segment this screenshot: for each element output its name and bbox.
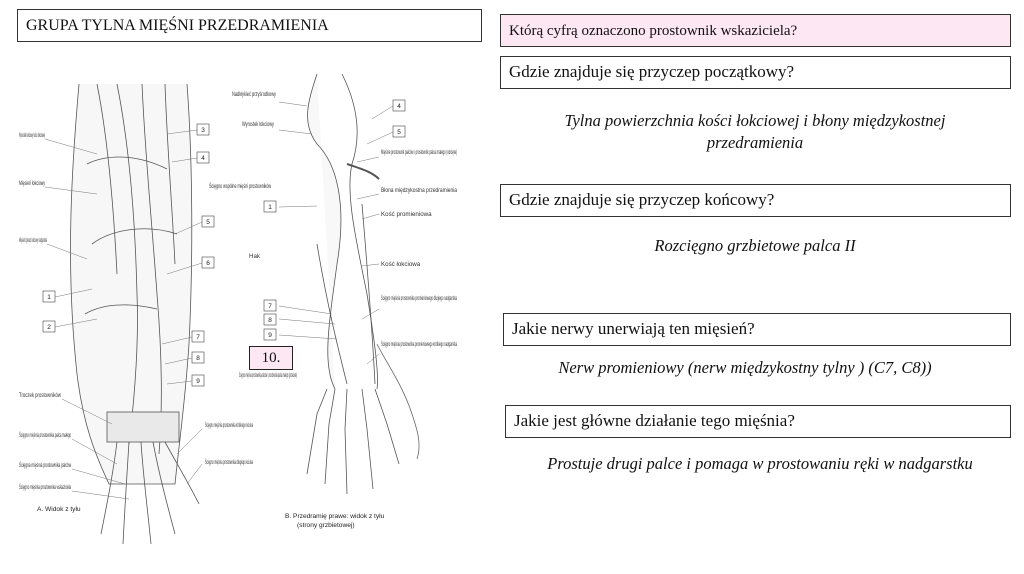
label-hak: Hak [249,253,261,260]
label-prostownik-palca-malego: Ścięgno mięśnia prostownika palca małego [19,431,71,439]
label-wyrostek-lokciowy-b: Wyrostek łokciowy [242,121,275,128]
fig-a-num-8: 8 [196,355,200,362]
label-wyrostek-lokciowy: Wyrostek łokciowy kości łokciowej [19,132,45,139]
slide-title: GRUPA TYLNA MIĘŚNI PRZEDRAMIENIA [17,9,482,42]
fig-a-num-4: 4 [201,155,205,162]
question-1-text: Którą cyfrą oznaczono prostownik wskazic… [509,22,797,40]
fig-b-num-5: 5 [397,129,401,136]
figure-a-drawing [71,84,199,544]
question-1-box: Którą cyfrą oznaczono prostownik wskazic… [500,14,1011,47]
fig-a-num-3: 3 [201,127,205,134]
question-5-box: Jakie jest główne działanie tego mięśnia… [505,405,1011,438]
question-3-box: Gdzie znajduje się przyczep końcowy? [500,184,1011,217]
caption-a: A. Widok z tyłu [37,506,81,513]
label-prostownik-dlugi-kciuka: Ścięgno mięśnia prostownika długiego kci… [205,458,253,466]
question-3-text: Gdzie znajduje się przyczep końcowy? [509,190,774,210]
answer-3: Rozcięgno grzbietowe palca II [520,235,990,257]
answer-4: Nerw promieniowy (nerw międzykostny tyln… [505,357,985,379]
label-blona-miedzykostna: Błona międzykostna przedramienia [381,187,457,194]
label-miesnie-odciete: Mięśnie prostownik palców i prostownik p… [381,149,457,156]
fig-a-num-2: 2 [47,324,51,331]
label-prostownik-promieniowy-dlugi: Ścięgno mięśnia prostownika promienioweg… [381,294,457,302]
fig-b-num-7: 7 [268,303,272,310]
question-5-text: Jakie jest główne działanie tego mięśnia… [514,411,795,431]
fig-a-num-1: 1 [47,294,51,301]
forearm-anatomy-figure: 3 4 5 6 1 2 7 8 9 Wyrostek łokciowy kośc… [17,44,473,564]
label-zginacz-lokciowy: Mięsień zginacz łokciowy nadgarstka [19,237,47,244]
slide-title-text: GRUPA TYLNA MIĘŚNI PRZEDRAMIENIA [26,16,329,35]
label-kosc-promieniowa: Kość promieniowa [381,211,432,218]
fig-a-num-9: 9 [196,378,200,385]
label-prostownik-krotki-kciuka: Ścięgno mięśnia prostownika krótkiego kc… [205,421,253,429]
answer-2: Tylna powierzchnia kości łokciowej i bło… [520,110,990,155]
label-prostownik-promieniowy-krotki: Ścięgno mięśnia prostownika promienioweg… [381,340,457,348]
fig-a-num-5: 5 [206,219,210,226]
fig-a-num-7: 7 [196,334,200,341]
label-troczek-prostownikow: Troczek prostowników [19,392,61,399]
fig-b-num-9: 9 [268,332,272,339]
question-4-text: Jakie nerwy unerwiają ten mięsień? [512,319,755,339]
answer-number-text: 10. [262,350,281,367]
caption-b-line1: B. Przedramię prawe: widok z tyłu [285,513,385,520]
label-miesien-lokciowy: Mięsień łokciowy [19,180,46,187]
fig-b-num-1: 1 [268,204,272,211]
label-sciegno-wspolne: Ścięgno wspólne mięśni prostowników [209,182,271,190]
question-4-box: Jakie nerwy unerwiają ten mięsień? [503,313,1011,346]
answer-2-text: Tylna powierzchnia kości łokciowej i bło… [565,111,946,152]
answer-4-text: Nerw promieniowy (nerw międzykostny tyln… [558,358,931,377]
label-kosc-lokciowa: Kość łokciowa [381,261,421,268]
fig-b-num-4: 4 [397,103,401,110]
answer-5: Prostuje drugi palce i pomaga w prostowa… [535,453,985,475]
label-sciegno-przeciete: Ścięgno mięśnia prostownika palców i pro… [239,371,297,379]
fig-a-num-6: 6 [206,260,210,267]
caption-b-line2: (strony grzbietowej) [297,522,355,529]
label-nadklykiec: Nadkłykieć przyśrodkowy [232,91,277,98]
question-2-box: Gdzie znajduje się przyczep początkowy? [500,56,1011,89]
question-2-text: Gdzie znajduje się przyczep początkowy? [509,62,794,82]
label-prostownik-wskaziciela: Ścięgno mięśnia prostownika wskaziciela [19,483,71,491]
answer-3-text: Rozcięgno grzbietowe palca II [654,236,855,255]
label-prostownik-palcow: Ścięgna mięśnia prostownika palców [19,461,71,469]
answer-number-badge: 10. [249,346,293,370]
answer-5-text: Prostuje drugi palce i pomaga w prostowa… [547,454,972,473]
fig-b-num-8: 8 [268,317,272,324]
forearm-illustration: 3 4 5 6 1 2 7 8 9 Wyrostek łokciowy kośc… [17,44,473,564]
